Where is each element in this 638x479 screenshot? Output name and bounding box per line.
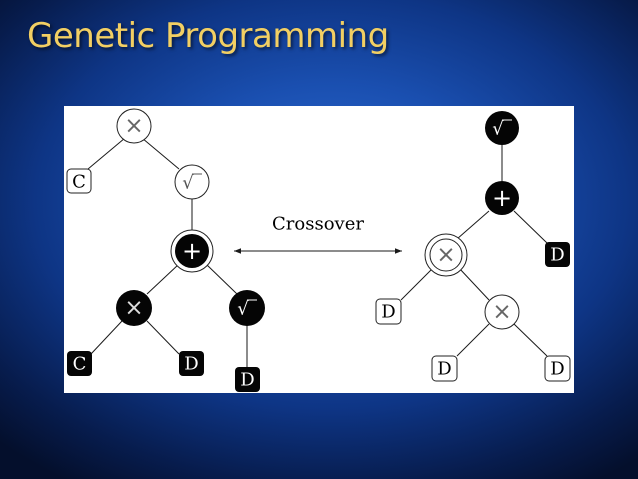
times-icon: × [124,295,143,321]
sqrt-icon: √ [237,299,249,320]
plus-icon: + [182,237,202,265]
right-leaf-d-bottom-left: D [431,355,458,382]
left-root-times-node: × [116,108,152,144]
svg-text:D: D [550,359,564,380]
left-leaf-c-top: C [66,168,92,194]
crossover-diagram: × C √ + × √ C D [66,108,571,392]
slide-title: Genetic Programming [27,16,389,56]
left-plus-node-selected: + [170,229,214,273]
svg-text:C: C [73,354,87,375]
left-tree-edges [87,137,248,369]
svg-text:C: C [72,172,86,193]
left-times-node-black: × [116,290,152,326]
crossover-diagram-panel: × C √ + × √ C D [64,106,574,393]
right-leaf-d-left: D [375,298,402,325]
right-times-node-small: × [484,294,520,330]
right-leaf-d-right: D [545,242,570,267]
svg-text:D: D [550,245,564,266]
right-leaf-d-bottom-right: D [544,355,571,382]
times-icon: × [492,299,511,325]
right-tree-edges [400,145,548,357]
svg-text:D: D [184,354,198,375]
left-leaf-d-under-sqrt: D [235,367,260,392]
times-icon: × [124,113,143,139]
sqrt-icon: √ [492,119,504,140]
right-root-sqrt-node: √ [485,111,519,145]
times-icon: × [436,242,455,268]
svg-text:D: D [240,370,254,391]
left-leaf-c-bottom: C [67,351,92,376]
right-plus-node-black: + [485,181,519,215]
left-sqrt-node-black: √ [229,290,265,326]
crossover-label: Crossover [272,214,364,235]
left-sqrt-node-white: √ [174,164,210,200]
plus-icon: + [492,184,512,212]
sqrt-icon: √ [182,173,194,194]
right-times-node-selected: × [424,233,468,277]
svg-text:D: D [437,359,451,380]
svg-text:D: D [381,302,395,323]
left-leaf-d-bottom: D [179,351,204,376]
